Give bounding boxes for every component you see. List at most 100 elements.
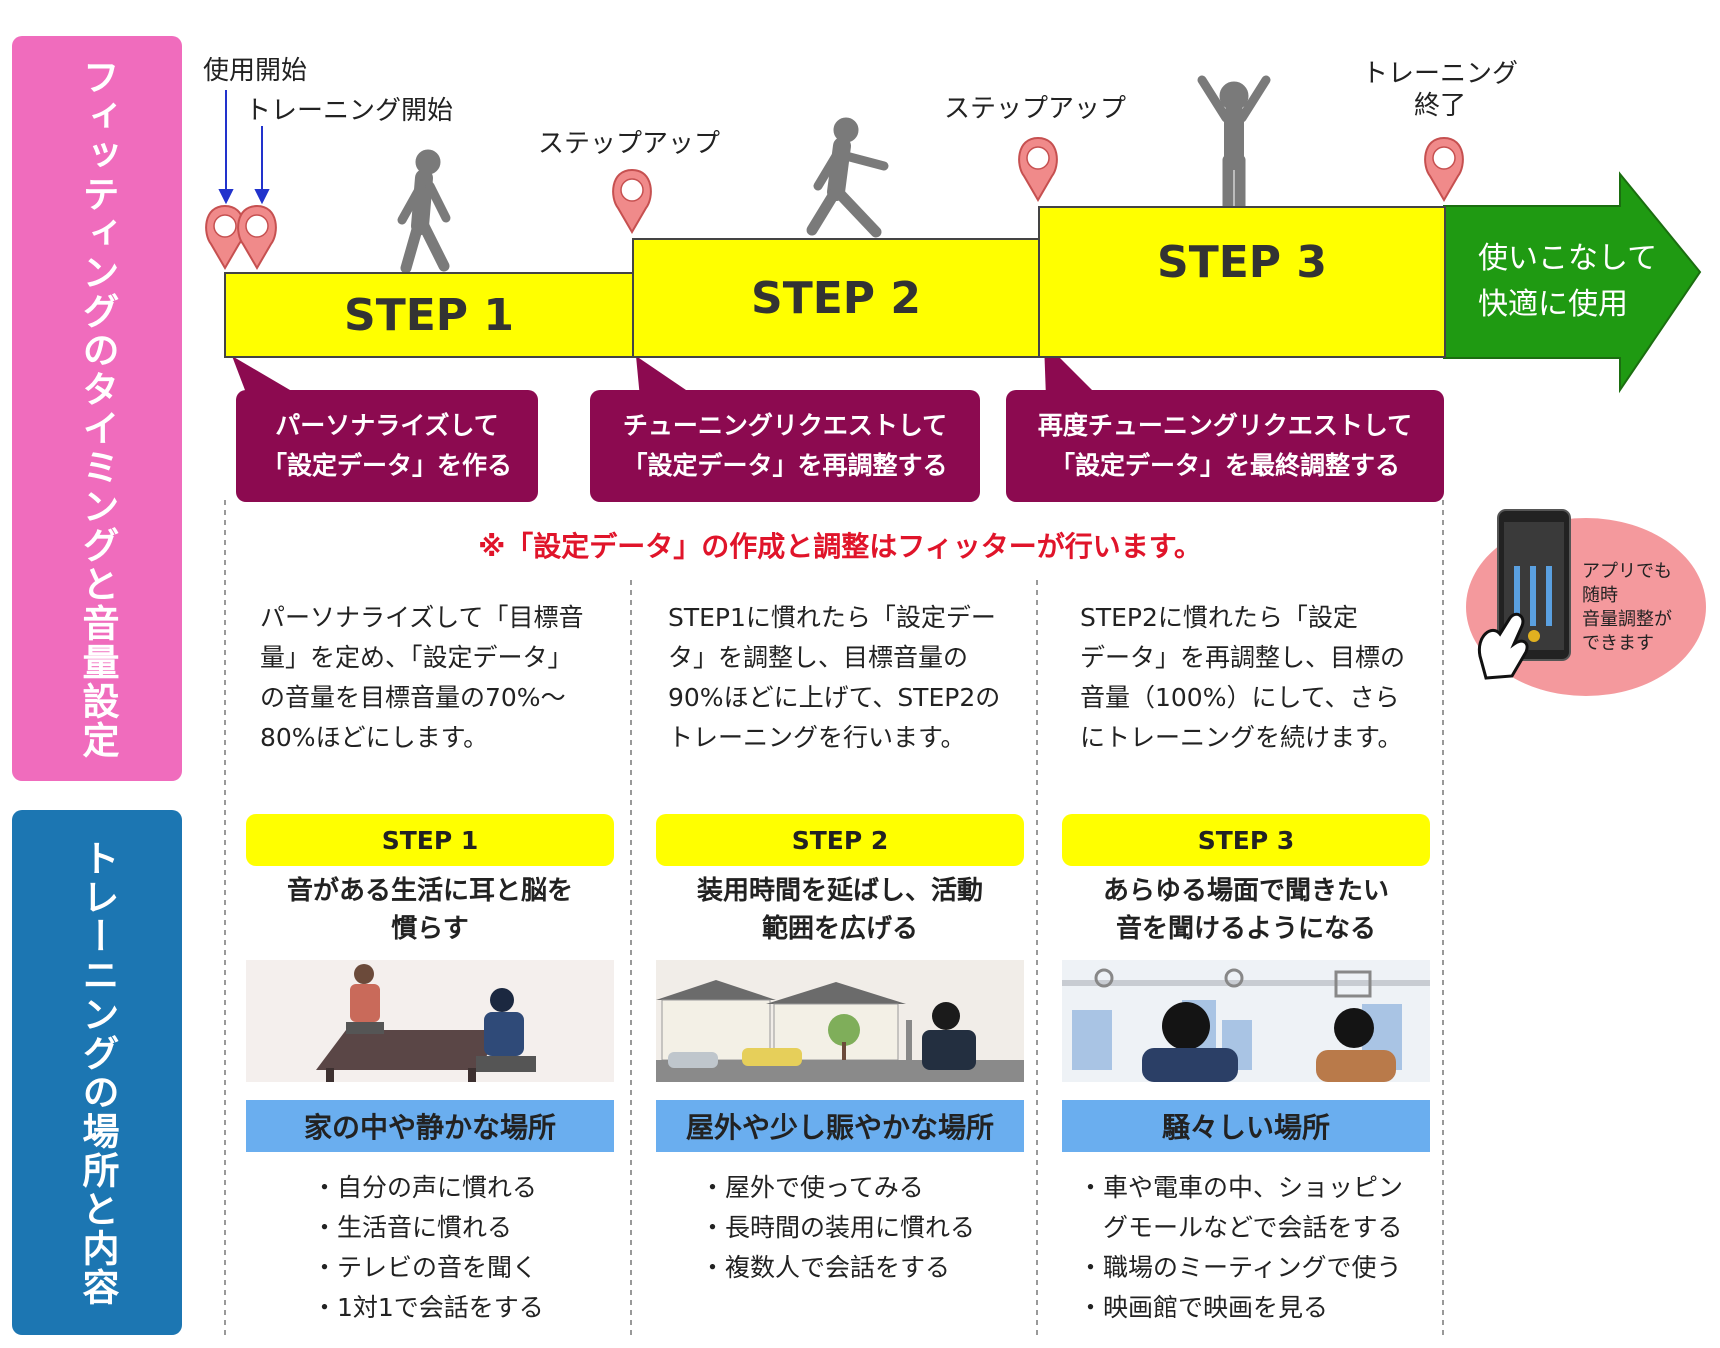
description-line: 量」を定め、「設定データ」 — [260, 643, 573, 672]
app-note-line: できます — [1582, 633, 1654, 654]
goal-line: あらゆる場面で聞きたい — [1102, 876, 1389, 906]
timeline-graphics — [205, 75, 1702, 398]
goal-arrow — [1443, 171, 1702, 394]
goal-line: 音を聞けるようになる — [1115, 914, 1376, 944]
goal-arrow-text: 使いこなして 快適に使用 — [1478, 236, 1657, 328]
timeline-step-1: STEP 1 — [224, 272, 634, 358]
training-step-3-goal: あらゆる場面で聞きたい 音を聞けるようになる — [1062, 872, 1430, 948]
bubble-step-2-line2: 「設定データ」を再調整する — [622, 451, 948, 480]
side-label-training: トレーニングの 場所と内容 — [12, 810, 182, 1335]
bubble-tail — [232, 356, 290, 398]
description-step-3: STEP2に慣れたら「設定 データ」を再調整し、目標の 音量（100%）にして、… — [1080, 598, 1405, 758]
bubble-step-1: パーソナライズして 「設定データ」を作る — [236, 390, 538, 502]
location-pin-icon — [1424, 137, 1464, 201]
label-step-up-1: ステップアップ — [538, 129, 721, 159]
description-line: タ」を調整し、目標音量の — [668, 643, 969, 672]
description-line: STEP2に慣れたら「設定 — [1080, 603, 1358, 632]
side-label-training-line1: トレーニングの — [75, 838, 119, 1112]
side-label-training-line2: 場所と内容 — [75, 1111, 119, 1307]
list-item: ・長時間の装用に慣れる — [700, 1213, 976, 1242]
side-label-timing-line2: 音量設定 — [75, 603, 119, 760]
training-step-2-place: 屋外や少し賑やかな場所 — [656, 1100, 1024, 1152]
app-note-line: 随時 — [1582, 585, 1618, 606]
app-note-line: アプリでも — [1582, 561, 1672, 582]
training-step-1-pill: STEP 1 — [246, 814, 614, 866]
list-item: ・1対1で会話をする — [312, 1293, 544, 1322]
description-line: トレーニングを行います。 — [668, 723, 966, 752]
label-step-up-2: ステップアップ — [944, 94, 1127, 124]
location-pin-icon — [612, 169, 652, 233]
list-item: ・自分の声に慣れる — [312, 1173, 538, 1202]
list-item: ・映画館で映画を見る — [1078, 1293, 1329, 1322]
training-step-2-goal: 装用時間を延ばし、活動 範囲を広げる — [656, 872, 1024, 948]
street-illustration — [656, 960, 1024, 1082]
label-training-end: トレーニング 終了 — [1362, 58, 1518, 122]
training-step-3-place: 騒々しい場所 — [1062, 1100, 1430, 1152]
smartphone-icon — [1477, 509, 1571, 680]
bubble-step-3-line2: 「設定データ」を最終調整する — [1049, 451, 1400, 480]
walking-person-icon — [806, 117, 889, 238]
description-step-1: パーソナライズして「目標音 量」を定め、「設定データ」 の音量を目標音量の70%… — [260, 598, 584, 758]
cheering-person-icon — [1197, 75, 1271, 212]
list-item: ・テレビの音を聞く — [312, 1253, 538, 1282]
training-step-2-list: ・屋外で使ってみる ・長時間の装用に慣れる ・複数人で会話をする — [700, 1168, 975, 1288]
description-line: 音量（100%）にして、さら — [1080, 683, 1400, 712]
list-item: ・屋外で使ってみる — [700, 1173, 924, 1202]
goal-line: 範囲を広げる — [761, 914, 918, 944]
description-line: にトレーニングを続けます。 — [1080, 723, 1403, 752]
timeline-step-2: STEP 2 — [632, 238, 1040, 358]
location-pin-icon — [237, 205, 277, 269]
goal-line: 慣らす — [391, 914, 469, 944]
timeline-step-3: STEP 3 — [1038, 206, 1446, 358]
description-line: 80%ほどにします。 — [260, 723, 489, 752]
list-item: ・生活音に慣れる — [312, 1213, 513, 1242]
bubble-step-3-line1: 再度チューニングリクエストして — [1037, 411, 1413, 440]
app-note-text: アプリでも 随時 音量調整が できます — [1582, 560, 1672, 656]
description-step-2: STEP1に慣れたら「設定デー タ」を調整し、目標音量の 90%ほどに上げて、S… — [668, 598, 1000, 758]
list-item: ・複数人で会話をする — [700, 1253, 951, 1282]
description-line: パーソナライズして「目標音 — [260, 603, 584, 632]
label-start: 使用開始 — [203, 56, 308, 86]
bubble-step-2: チューニングリクエストして 「設定データ」を再調整する — [590, 390, 980, 502]
down-arrow-icon — [218, 90, 270, 205]
label-training-end-line2: 終了 — [1414, 91, 1467, 121]
training-step-1-goal: 音がある生活に耳と脳を 慣らす — [246, 872, 614, 948]
side-label-timing-line1: フィッティングのタイミングと — [75, 57, 119, 604]
list-item: グモールなどで会話をする — [1078, 1213, 1403, 1242]
training-step-1-place: 家の中や静かな場所 — [246, 1100, 614, 1152]
hand-tap-icon — [1477, 612, 1529, 680]
goal-line: 音がある生活に耳と脳を — [286, 876, 573, 906]
label-training-start: トレーニング開始 — [245, 96, 454, 126]
home-conversation-illustration — [246, 960, 614, 1082]
list-item: ・車や電車の中、ショッピン — [1078, 1173, 1404, 1202]
description-line: STEP1に慣れたら「設定デー — [668, 603, 996, 632]
fitter-note: ※「設定データ」の作成と調整はフィッターが行います。 — [478, 530, 1202, 563]
list-item: ・職場のミーティングで使う — [1078, 1253, 1402, 1282]
training-step-3-list: ・車や電車の中、ショッピン グモールなどで会話をする ・職場のミーティングで使う… — [1078, 1168, 1403, 1328]
goal-arrow-line2: 快適に使用 — [1478, 287, 1628, 322]
location-pin-icon — [205, 205, 245, 269]
bubble-tail — [636, 356, 686, 398]
bubble-step-1-line2: 「設定データ」を作る — [261, 451, 512, 480]
illustration-train — [1062, 960, 1430, 1082]
description-line: データ」を再調整し、目標の — [1080, 643, 1406, 672]
training-step-2-pill: STEP 2 — [656, 814, 1024, 866]
description-line: 90%ほどに上げて、STEP2の — [668, 683, 1001, 712]
side-label-timing: フィッティングのタイミングと 音量設定 — [12, 36, 182, 781]
description-line: の音量を目標音量の70%～ — [260, 683, 566, 712]
label-training-end-line1: トレーニング — [1362, 59, 1519, 89]
location-pin-icon — [1018, 137, 1058, 201]
train-illustration — [1062, 960, 1430, 1082]
illustration-home — [246, 960, 614, 1082]
bubble-step-1-line1: パーソナライズして — [275, 411, 499, 440]
walking-person-icon — [397, 149, 451, 274]
training-step-1-list: ・自分の声に慣れる ・生活音に慣れる ・テレビの音を聞く ・1対1で会話をする — [312, 1168, 544, 1328]
illustration-outdoor — [656, 960, 1024, 1082]
app-note-line: 音量調整が — [1582, 609, 1672, 630]
goal-arrow-line1: 使いこなして — [1478, 241, 1658, 276]
training-step-3-pill: STEP 3 — [1062, 814, 1430, 866]
bubble-step-2-line1: チューニングリクエストして — [622, 411, 948, 440]
goal-line: 装用時間を延ばし、活動 — [696, 876, 983, 906]
bubble-step-3: 再度チューニングリクエストして 「設定データ」を最終調整する — [1006, 390, 1444, 502]
